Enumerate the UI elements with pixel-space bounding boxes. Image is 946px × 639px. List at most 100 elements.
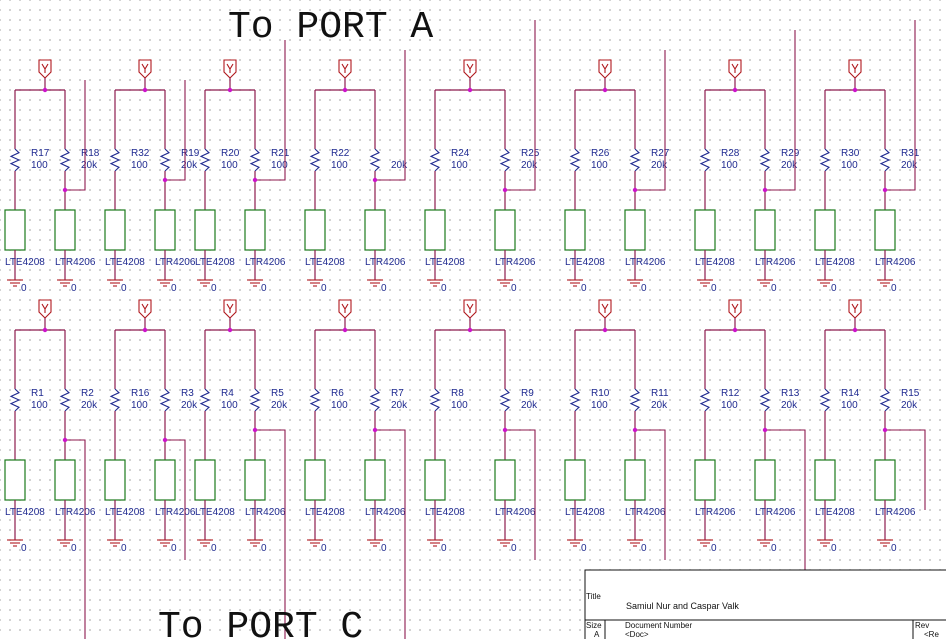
ground-label: 0 xyxy=(211,283,217,294)
resistor-value-label: 100 xyxy=(131,400,148,411)
ground-symbol: 0 xyxy=(247,279,267,294)
ground-label: 0 xyxy=(121,283,127,294)
junction-dot xyxy=(467,327,473,333)
port-signal-wire xyxy=(505,20,536,191)
junction-dot xyxy=(162,437,168,443)
receiver-part-label: LTR4206 xyxy=(625,257,666,268)
resistor-symbol xyxy=(9,148,21,172)
resistor-value-label: 20k xyxy=(271,400,288,411)
junction-dot xyxy=(762,187,768,193)
ground-symbol: 0 xyxy=(627,279,647,294)
resistor-ref-label: R28 xyxy=(721,148,740,159)
receiver-phototransistor-symbol xyxy=(754,209,776,251)
emitter-led-symbol xyxy=(194,209,216,251)
receiver-part-label: LTR4206 xyxy=(625,507,666,518)
document-number-value: <Doc> xyxy=(625,630,649,639)
receiver-part-label: LTR4206 xyxy=(55,257,96,268)
size-value: A xyxy=(594,630,600,639)
resistor-ref-label: R26 xyxy=(591,148,610,159)
port-signal-wire xyxy=(505,429,536,560)
power-flag-symbol xyxy=(223,59,237,90)
ground-label: 0 xyxy=(771,283,777,294)
emitter-part-label: LTE4208 xyxy=(425,257,465,268)
resistor-symbol xyxy=(699,388,711,412)
resistor-symbol xyxy=(109,388,121,412)
ground-label: 0 xyxy=(171,543,177,554)
resistor-symbol xyxy=(309,148,321,172)
resistor-symbol xyxy=(59,148,71,172)
junction-dot xyxy=(502,427,508,433)
resistor-symbol xyxy=(9,388,21,412)
resistor-symbol xyxy=(429,388,441,412)
receiver-part-label: LTR4206 xyxy=(245,257,286,268)
resistor-value-label: 20k xyxy=(651,400,668,411)
emitter-led-symbol xyxy=(4,209,26,251)
junction-dot xyxy=(467,87,473,93)
resistor-value-label: 100 xyxy=(131,160,148,171)
circuit-array: 0LTE42080LTR4206R17100R1820k0LTE42080LTR… xyxy=(4,20,926,639)
ground-symbol: 0 xyxy=(107,279,127,294)
resistor-symbol xyxy=(819,148,831,172)
junction-dot xyxy=(852,327,858,333)
emitter-part-label: LTE4208 xyxy=(5,507,45,518)
receiver-phototransistor-symbol xyxy=(54,459,76,501)
port-signal-wire xyxy=(885,20,916,191)
emitter-part-label: LTE4208 xyxy=(815,257,855,268)
junction-dot xyxy=(882,187,888,193)
junction-dot xyxy=(882,427,888,433)
size-label: Size xyxy=(586,621,602,630)
junction-dot xyxy=(252,177,258,183)
ground-symbol: 0 xyxy=(757,279,777,294)
port-signal-wire xyxy=(255,429,286,639)
resistor-ref-label: R15 xyxy=(901,388,920,399)
junction-dot xyxy=(602,87,608,93)
port-signal-wire xyxy=(635,50,666,191)
power-flag-symbol xyxy=(463,59,477,90)
junction-dot xyxy=(372,427,378,433)
junction-dot xyxy=(342,327,348,333)
document-number-label: Document Number xyxy=(625,621,692,630)
title-value: Samiul Nur and Caspar Valk xyxy=(626,601,739,611)
emitter-led-symbol xyxy=(424,459,446,501)
resistor-ref-label: R5 xyxy=(271,388,284,399)
ground-label: 0 xyxy=(321,543,327,554)
resistor-value-label: 100 xyxy=(721,160,738,171)
resistor-ref-label: R7 xyxy=(391,388,404,399)
junction-dot xyxy=(227,87,233,93)
port-signal-wire xyxy=(65,439,86,639)
receiver-phototransistor-symbol xyxy=(754,459,776,501)
junction-dot xyxy=(732,87,738,93)
ground-symbol: 0 xyxy=(7,279,27,294)
port-signal-wire xyxy=(375,429,406,639)
resistor-symbol xyxy=(369,388,381,412)
power-flag-symbol xyxy=(138,59,152,90)
power-flag-symbol xyxy=(38,59,52,90)
power-flag-symbol xyxy=(598,299,612,330)
ground-symbol: 0 xyxy=(567,539,587,554)
resistor-value-label: 20k xyxy=(181,400,198,411)
resistor-value-label: 100 xyxy=(221,160,238,171)
ground-symbol: 0 xyxy=(307,279,327,294)
resistor-value-label: 100 xyxy=(221,400,238,411)
junction-dot xyxy=(502,187,508,193)
ground-label: 0 xyxy=(211,543,217,554)
resistor-symbol xyxy=(109,148,121,172)
ground-label: 0 xyxy=(641,283,647,294)
resistor-value-label: 20k xyxy=(391,400,408,411)
emitter-part-label: LTE4208 xyxy=(5,257,45,268)
receiver-phototransistor-symbol xyxy=(154,209,176,251)
resistor-value-label: 100 xyxy=(271,160,288,171)
resistor-value-label: 20k xyxy=(651,160,668,171)
resistor-symbol xyxy=(499,388,511,412)
receiver-part-label: LTR4206 xyxy=(365,257,406,268)
ground-label: 0 xyxy=(711,283,717,294)
resistor-value-label: 100 xyxy=(841,160,858,171)
resistor-ref-label: R11 xyxy=(651,388,669,399)
ground-label: 0 xyxy=(121,543,127,554)
resistor-ref-label: R31 xyxy=(901,148,920,159)
ground-symbol: 0 xyxy=(367,279,387,294)
resistor-symbol xyxy=(629,148,641,172)
resistor-ref-label: R3 xyxy=(181,388,194,399)
ground-label: 0 xyxy=(511,543,517,554)
